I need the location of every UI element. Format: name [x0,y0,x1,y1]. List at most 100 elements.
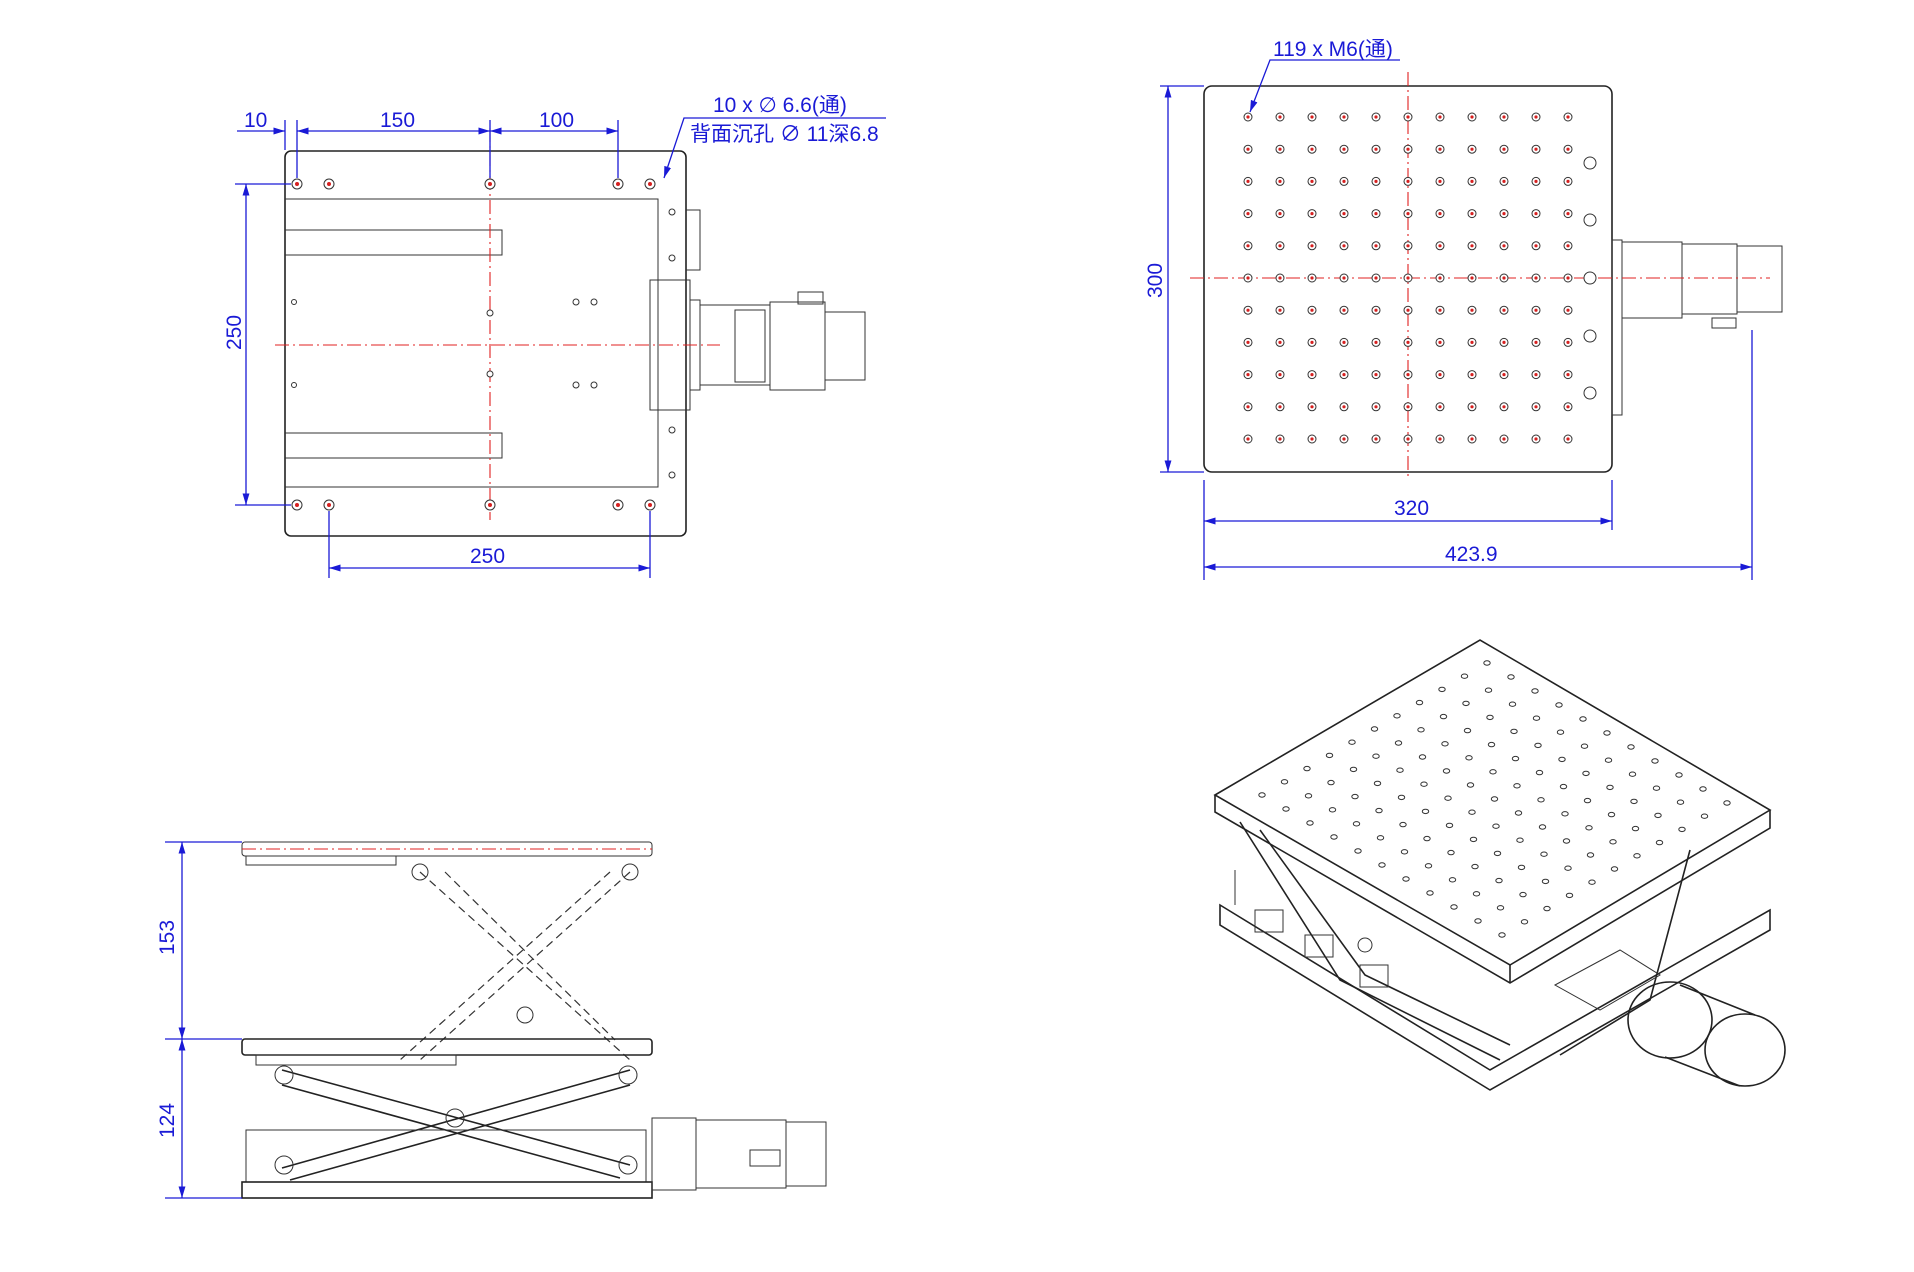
iso-hole [1565,892,1574,899]
iso-hole [1423,835,1431,842]
iso-hole [1537,797,1545,803]
motor-body [824,311,866,381]
hole-note-line2: 背面沉孔 ∅ 11深6.8 [690,123,879,146]
motor-mount [649,279,691,411]
iso-hole [1586,852,1595,858]
iso-hole [1555,702,1563,708]
iso-hole [1463,727,1472,734]
iso-hole-grid [1258,660,1731,938]
motor-body-side [785,1121,827,1187]
lowered-table-plate [241,1038,653,1056]
iso-hole [1351,793,1359,800]
base-plate-side [241,1181,653,1199]
iso-hole [1498,932,1506,938]
iso-hole [1700,813,1709,819]
iso-hole [1376,835,1385,841]
iso-hole [1325,752,1334,759]
dim-label-150: 150 [380,109,415,132]
iso-hole [1462,700,1470,707]
lower-slot [285,432,503,459]
iso-hole [1354,848,1362,854]
iso-hole [1468,809,1476,815]
iso-hole [1493,850,1502,857]
base-housing [245,1129,647,1183]
iso-hole [1520,919,1529,925]
motor-flange-side [695,1119,787,1189]
iso-hole [1609,839,1617,845]
iso-hole [1450,904,1458,910]
iso-hole [1534,742,1542,749]
side-view: 153 124 [156,841,827,1199]
table-view: 119 x M6(通) 300 320 423.9 [1144,38,1783,580]
iso-hole [1517,864,1526,871]
dim-label-250-horizontal: 250 [470,545,505,568]
iso-hole [1564,865,1572,871]
iso-hole [1606,784,1614,791]
iso-hole [1397,794,1406,801]
iso-hole [1585,825,1593,831]
iso-hole [1510,728,1518,735]
iso-hole [1676,799,1685,805]
iso-hole [1402,876,1410,882]
iso-hole [1466,782,1475,788]
iso-hole [1531,688,1539,694]
m6-hole-grid [1243,112,1573,444]
iso-hole [1496,905,1505,911]
iso-hole [1484,687,1493,693]
iso-hole [1460,673,1469,679]
iso-hole [1441,741,1449,747]
iso-hole [1424,863,1433,869]
iso-hole [1486,714,1494,721]
iso-hole [1400,849,1409,855]
isometric-view [1213,639,1786,1091]
dim-label-250-vertical: 250 [223,315,246,350]
iso-hole [1559,783,1568,790]
iso-hole [1327,779,1335,786]
iso-hole [1607,811,1616,818]
iso-hole [1448,877,1457,883]
iso-hole [1654,812,1662,819]
iso-motor-end [1704,1013,1786,1087]
iso-motor-flange [1627,981,1713,1059]
motor-flange [1621,241,1683,319]
iso-hole [1438,686,1446,693]
iso-hole [1652,785,1661,791]
iso-hole [1442,768,1451,774]
iso-table-top [1213,639,1772,966]
dim-label-423-9: 423.9 [1445,543,1498,566]
iso-hole [1372,753,1380,759]
iso-hole [1580,743,1589,749]
iso-hole [1306,820,1314,826]
iso-hole [1604,757,1613,763]
iso-hole [1492,823,1500,829]
dim-label-153: 153 [156,920,179,955]
iso-hole [1303,765,1311,772]
iso-hole [1541,878,1550,885]
iso-hole [1483,660,1491,666]
iso-hole [1439,713,1448,720]
iso-hole [1562,838,1571,844]
iso-hole [1375,807,1383,814]
iso-hole [1514,810,1523,816]
iso-hole [1511,755,1520,762]
dim-label-124: 124 [156,1103,179,1138]
iso-hole [1561,811,1569,817]
iso-hole [1417,727,1425,733]
iso-hole [1469,836,1478,843]
iso-hole [1558,756,1566,763]
coupling-side [651,1117,697,1191]
iso-hole [1603,730,1611,736]
iso-hole [1352,821,1361,827]
iso-hole [1472,891,1481,897]
iso-hole [1489,769,1497,775]
iso-hole [1370,726,1379,732]
iso-hole [1258,792,1266,798]
iso-hole [1490,796,1499,802]
top-view-dimensions [235,117,886,578]
iso-base [1219,903,1771,1091]
mounting-holes [291,178,676,511]
iso-hole [1282,806,1290,812]
iso-hole [1378,862,1386,868]
dim-label-320: 320 [1394,497,1429,520]
iso-hole [1373,780,1382,787]
